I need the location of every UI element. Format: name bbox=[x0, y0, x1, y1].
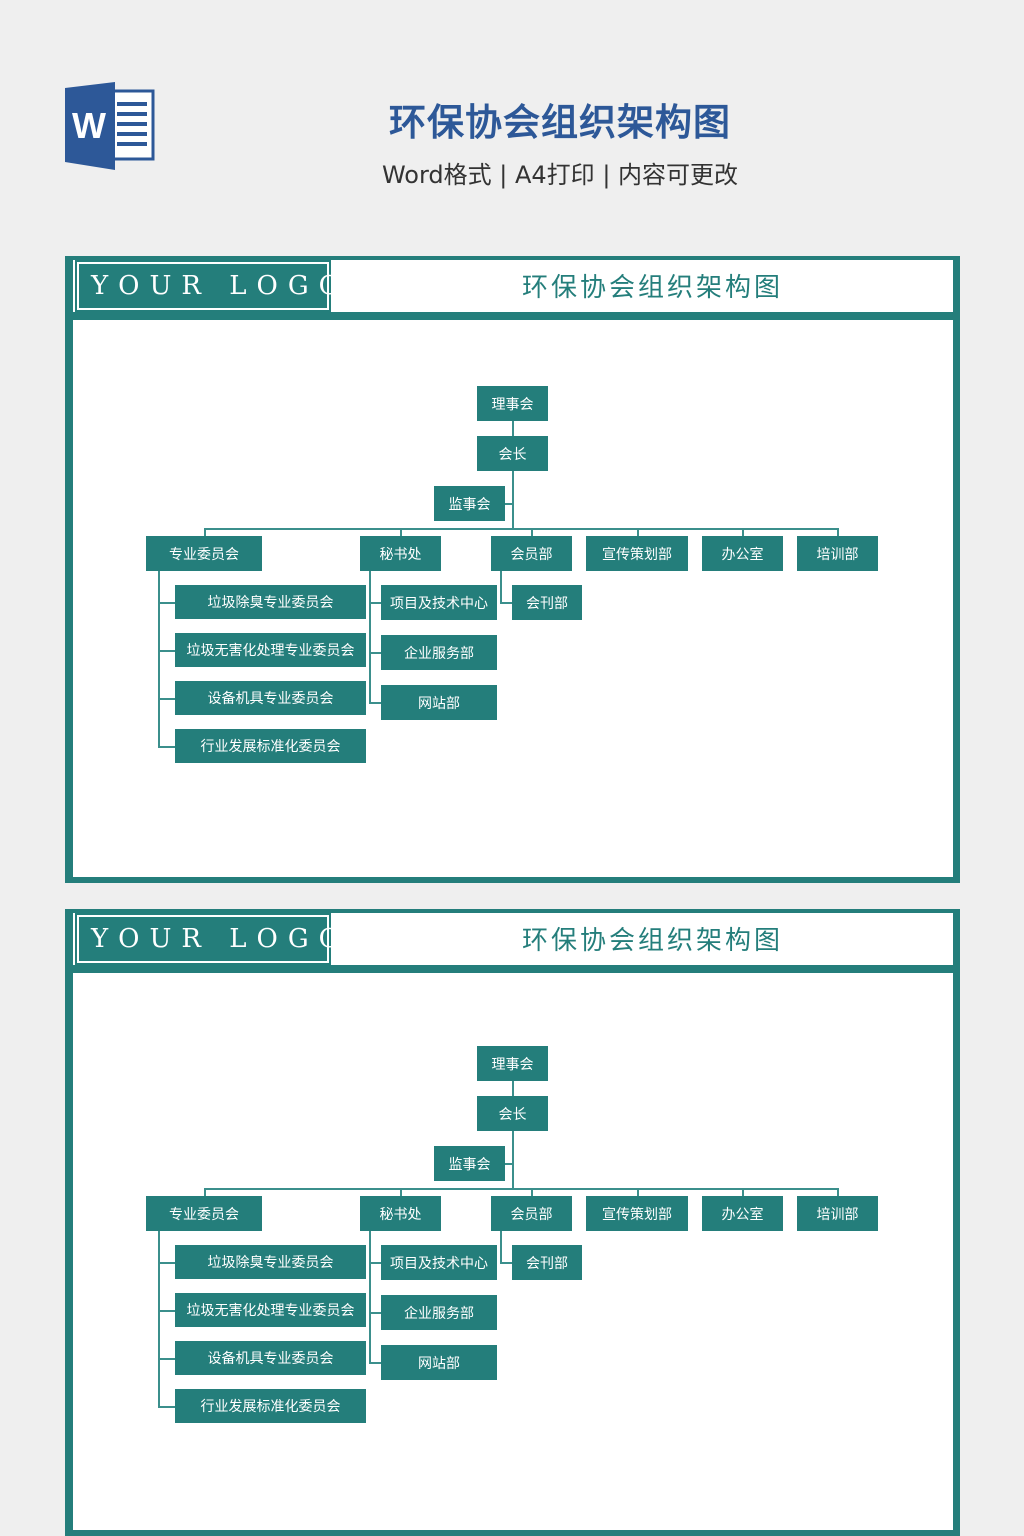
org-node-supervisors: 监事会 bbox=[434, 486, 505, 521]
word-doc-icon: W bbox=[65, 82, 155, 170]
connector bbox=[500, 602, 512, 604]
org-node-department: 秘书处 bbox=[360, 536, 441, 571]
connector bbox=[500, 1231, 502, 1262]
org-node-committee: 垃圾除臭专业委员会 bbox=[175, 1245, 366, 1279]
org-node-department: 办公室 bbox=[702, 536, 783, 571]
org-node-board: 理事会 bbox=[477, 1046, 548, 1081]
connector bbox=[158, 602, 175, 604]
connector bbox=[204, 1188, 206, 1196]
logo-placeholder: YOUR LOGO bbox=[75, 913, 340, 965]
connector bbox=[505, 1163, 513, 1165]
connector bbox=[369, 602, 381, 604]
connector bbox=[369, 702, 381, 704]
org-node-department: 培训部 bbox=[797, 1196, 878, 1231]
org-node-secretariat-unit: 企业服务部 bbox=[381, 635, 497, 670]
org-node-secretariat-unit: 项目及技术中心 bbox=[381, 585, 497, 620]
org-node-secretariat-unit: 网站部 bbox=[381, 685, 497, 720]
org-node-department: 会员部 bbox=[491, 1196, 572, 1231]
connector bbox=[531, 528, 533, 536]
org-node-committee: 设备机具专业委员会 bbox=[175, 681, 366, 715]
connector bbox=[204, 528, 838, 530]
connector bbox=[204, 1188, 838, 1190]
connector bbox=[158, 571, 160, 746]
svg-text:W: W bbox=[72, 105, 106, 146]
connector bbox=[369, 1312, 381, 1314]
connector bbox=[400, 528, 402, 536]
org-node-committee: 垃圾无害化处理专业委员会 bbox=[175, 633, 366, 667]
org-node-secretariat-unit: 网站部 bbox=[381, 1345, 497, 1380]
org-node-member-unit: 会刊部 bbox=[512, 1245, 582, 1280]
org-node-secretariat-unit: 企业服务部 bbox=[381, 1295, 497, 1330]
document-title: 环保协会组织架构图 bbox=[521, 273, 783, 303]
connector bbox=[512, 421, 514, 528]
org-node-president: 会长 bbox=[477, 1096, 548, 1131]
org-node-department: 秘书处 bbox=[360, 1196, 441, 1231]
connector bbox=[742, 528, 744, 536]
connector bbox=[158, 650, 175, 652]
document-title: 环保协会组织架构图 bbox=[521, 926, 783, 956]
connector bbox=[158, 1310, 175, 1312]
org-node-department: 会员部 bbox=[491, 536, 572, 571]
connector bbox=[837, 1188, 839, 1196]
connector bbox=[505, 503, 513, 505]
document-page: YOUR LOGO 环保协会组织架构图 理事会 会长 监事会 专业委员会 秘书处… bbox=[65, 256, 960, 883]
main-title: 环保协会组织架构图 bbox=[389, 101, 731, 144]
connector bbox=[531, 1188, 533, 1196]
connector bbox=[158, 746, 175, 748]
connector bbox=[158, 698, 175, 700]
org-node-committee: 垃圾除臭专业委员会 bbox=[175, 585, 366, 619]
document-page: YOUR LOGO 环保协会组织架构图 理事会 会长 监事会 专业委员会 秘书处… bbox=[65, 909, 960, 1536]
connector bbox=[500, 1262, 512, 1264]
org-node-supervisors: 监事会 bbox=[434, 1146, 505, 1181]
connector bbox=[158, 1406, 175, 1408]
connector bbox=[837, 528, 839, 536]
org-node-board: 理事会 bbox=[477, 386, 548, 421]
org-node-president: 会长 bbox=[477, 436, 548, 471]
org-node-department: 办公室 bbox=[702, 1196, 783, 1231]
connector bbox=[369, 1231, 371, 1362]
connector bbox=[369, 571, 371, 702]
org-node-committee: 设备机具专业委员会 bbox=[175, 1341, 366, 1375]
org-node-department: 宣传策划部 bbox=[586, 536, 688, 571]
org-node-secretariat-unit: 项目及技术中心 bbox=[381, 1245, 497, 1280]
org-node-member-unit: 会刊部 bbox=[512, 585, 582, 620]
connector bbox=[512, 1081, 514, 1188]
org-node-department: 专业委员会 bbox=[146, 1196, 262, 1231]
org-node-department: 培训部 bbox=[797, 536, 878, 571]
connector bbox=[158, 1358, 175, 1360]
connector bbox=[400, 1188, 402, 1196]
org-node-department: 宣传策划部 bbox=[586, 1196, 688, 1231]
connector bbox=[158, 1262, 175, 1264]
connector bbox=[369, 652, 381, 654]
org-node-committee: 行业发展标准化委员会 bbox=[175, 1389, 366, 1423]
connector bbox=[204, 528, 206, 536]
connector bbox=[500, 571, 502, 602]
connector bbox=[742, 1188, 744, 1196]
connector bbox=[369, 1262, 381, 1264]
connector bbox=[637, 1188, 639, 1196]
org-node-committee: 垃圾无害化处理专业委员会 bbox=[175, 1293, 366, 1327]
connector bbox=[369, 1362, 381, 1364]
subtitle: Word格式 | A4打印 | 内容可更改 bbox=[381, 161, 739, 189]
logo-placeholder: YOUR LOGO bbox=[75, 260, 340, 312]
org-node-department: 专业委员会 bbox=[146, 536, 262, 571]
connector bbox=[158, 1231, 160, 1406]
connector bbox=[637, 528, 639, 536]
org-node-committee: 行业发展标准化委员会 bbox=[175, 729, 366, 763]
